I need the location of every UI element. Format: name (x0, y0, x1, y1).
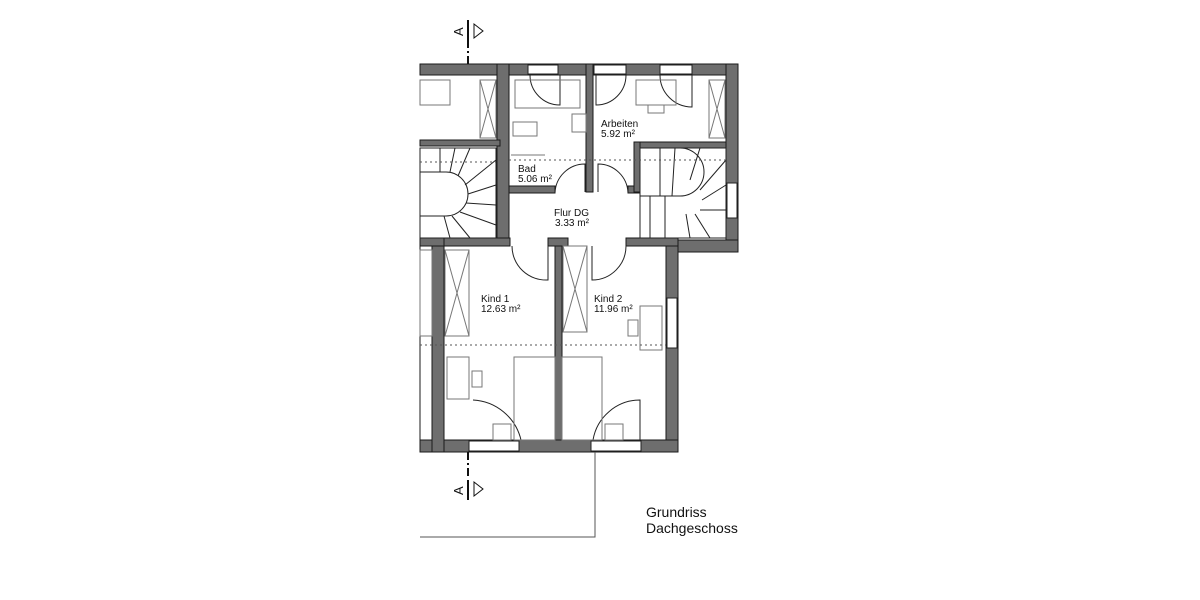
room-name-kind2: Kind 2 (594, 294, 623, 305)
section-label-top: A (451, 27, 466, 36)
room-area-kind2: 11.96 m² (594, 304, 633, 315)
room-name-flur: Flur DG (554, 208, 589, 219)
room-name-kind1: Kind 1 (481, 294, 510, 305)
section-label-bottom: A (451, 486, 466, 495)
plan-title-line2: Dachgeschoss (646, 520, 738, 536)
furniture (419, 79, 726, 441)
stairs (419, 147, 727, 239)
walls (419, 63, 739, 453)
windows (468, 64, 738, 452)
plan-title-line1: Grundriss (646, 504, 707, 520)
doors (472, 74, 693, 441)
room-area-arbeiten: 5.92 m² (601, 129, 636, 140)
roof-slope-lines (420, 159, 726, 346)
title-leader-line (420, 452, 596, 538)
room-area-kind1: 12.63 m² (481, 304, 521, 315)
section-line (467, 20, 484, 500)
room-area-bad: 5.06 m² (518, 174, 553, 185)
room-area-flur: 3.33 m² (555, 218, 590, 229)
room-name-arbeiten: Arbeiten (601, 119, 638, 130)
room-name-bad: Bad (518, 164, 536, 175)
